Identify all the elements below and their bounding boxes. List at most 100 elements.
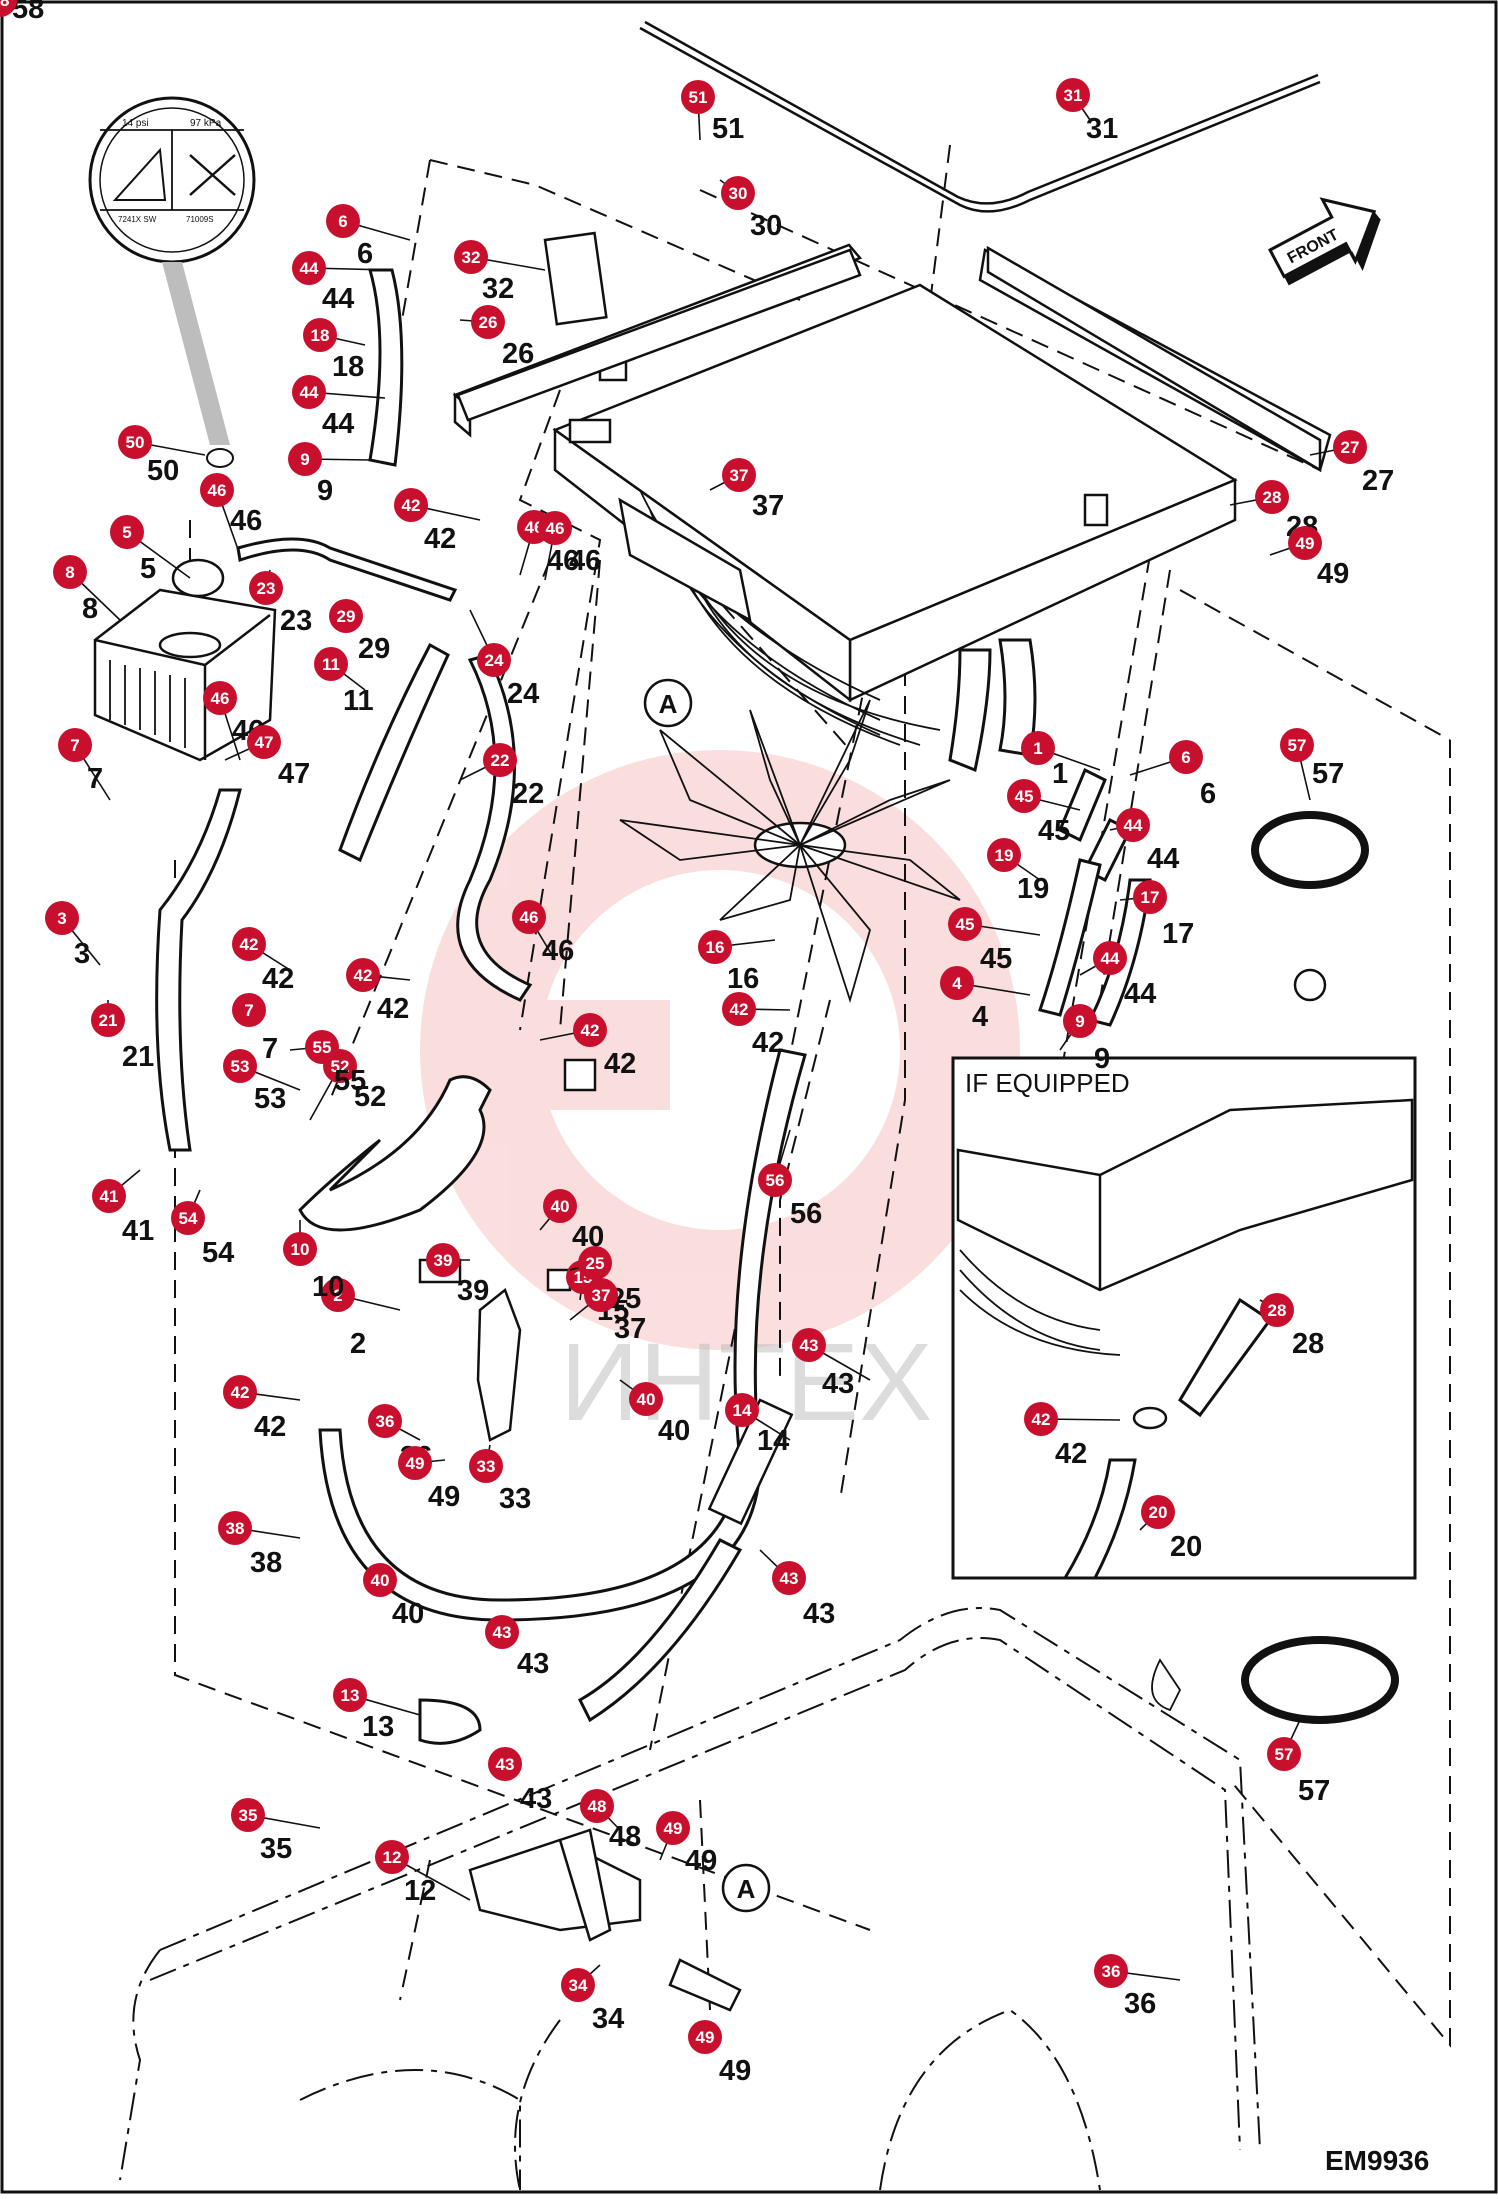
callout-badge bbox=[110, 515, 144, 549]
callout-badge-label: 33 bbox=[477, 1457, 496, 1476]
figure-code: EM9936 bbox=[1325, 2145, 1429, 2176]
callout-badge-label: 42 bbox=[730, 1000, 749, 1019]
callout-9: 99 bbox=[288, 442, 371, 507]
callout-badge bbox=[1267, 1737, 1301, 1771]
detail-ref-a-bottom: A bbox=[721, 1863, 771, 1913]
callout-number: 18 bbox=[332, 351, 364, 383]
watermark bbox=[420, 750, 1020, 1350]
callout-badge bbox=[543, 1189, 577, 1223]
callout-badge-label: 57 bbox=[1275, 1745, 1294, 1764]
callout-number: 55 bbox=[334, 1065, 366, 1097]
callout-number: 44 bbox=[1147, 843, 1179, 875]
callout-badge bbox=[58, 728, 92, 762]
callout-number: 3 bbox=[74, 938, 90, 970]
callout-badge bbox=[792, 1328, 826, 1362]
callout-number: 52 bbox=[354, 1081, 386, 1113]
callout-number: 23 bbox=[280, 605, 312, 637]
callout-badge bbox=[247, 725, 281, 759]
callout-badge bbox=[426, 1243, 460, 1277]
callout-14: 14 14 bbox=[725, 1393, 791, 1457]
callout-number: 12 bbox=[404, 1875, 436, 1907]
callout-badge bbox=[1063, 1004, 1097, 1038]
callout-badge-label: 5 bbox=[122, 523, 131, 542]
callout-number: 43 bbox=[822, 1368, 854, 1400]
callout-badge bbox=[223, 1049, 257, 1083]
callout-badge-label: 20 bbox=[1149, 1503, 1168, 1522]
callout-number: 14 bbox=[757, 1425, 789, 1457]
callout-badge bbox=[398, 1446, 432, 1480]
callout-badge-label: 40 bbox=[551, 1197, 570, 1216]
callout-badge-label: 41 bbox=[100, 1187, 119, 1206]
callout-number: 38 bbox=[250, 1547, 282, 1579]
callout-number: 22 bbox=[512, 778, 544, 810]
callout-badge-label: 44 bbox=[300, 259, 319, 278]
callout-badge-label: 14 bbox=[733, 1401, 752, 1420]
callout-badge-label: 48 bbox=[588, 1797, 607, 1816]
callout-badge-label: 44 bbox=[1124, 816, 1143, 835]
callout-number: 13 bbox=[362, 1711, 394, 1743]
detail-ref-a-top-label: A bbox=[659, 689, 678, 719]
callout-7: 77 bbox=[58, 728, 111, 801]
callout-number: 48 bbox=[609, 1821, 641, 1853]
callout-badge-label: 6 bbox=[1181, 748, 1190, 767]
callout-badge-label: 49 bbox=[406, 1454, 425, 1473]
callout-badge bbox=[561, 1968, 595, 2002]
callout-badge bbox=[1007, 779, 1041, 813]
callout-number: 7 bbox=[262, 1033, 278, 1065]
callout-number: 10 bbox=[312, 1271, 344, 1303]
callout-badge-label: 49 bbox=[1296, 534, 1315, 553]
callout-6: 66 bbox=[1129, 740, 1216, 810]
callout-number: 7 bbox=[87, 763, 103, 795]
callout-badge-label: 28 bbox=[1263, 488, 1282, 507]
callout-badge bbox=[232, 927, 266, 961]
callout-badge-label: 42 bbox=[354, 966, 373, 985]
callout-badge bbox=[485, 1615, 519, 1649]
callout-badge bbox=[1094, 1954, 1128, 1988]
callout-badge-label: 36 bbox=[376, 1412, 395, 1431]
callout-badge bbox=[305, 1030, 339, 1064]
callout-badge-label: 17 bbox=[1141, 888, 1160, 907]
callout-number: 40 bbox=[392, 1598, 424, 1630]
callout-badge-label: 31 bbox=[1064, 86, 1083, 105]
callout-badge-label: 53 bbox=[231, 1057, 250, 1076]
callout-number: 44 bbox=[1124, 978, 1156, 1010]
callout-badge-label: 44 bbox=[300, 383, 319, 402]
callout-badge bbox=[1255, 480, 1289, 514]
callout-6: 66 bbox=[326, 204, 411, 270]
callout-badge-label: 51 bbox=[689, 88, 708, 107]
cable-31-edge bbox=[644, 20, 1319, 205]
callout-badge-label: 21 bbox=[99, 1011, 118, 1030]
callout-badge-label: 9 bbox=[1075, 1012, 1084, 1031]
callout-badge-label: 2 bbox=[333, 1286, 342, 1305]
callout-badge bbox=[987, 838, 1021, 872]
callout-badge bbox=[368, 1404, 402, 1438]
callout-badge bbox=[203, 681, 237, 715]
callout-badge-label: 7 bbox=[70, 736, 79, 755]
callout-badge-label: 43 bbox=[780, 1569, 799, 1588]
callout-badge bbox=[1024, 1402, 1058, 1436]
callout-badge-label: 56 bbox=[766, 1171, 785, 1190]
callout-badge bbox=[584, 1278, 618, 1312]
callout-number: 42 bbox=[254, 1411, 286, 1443]
